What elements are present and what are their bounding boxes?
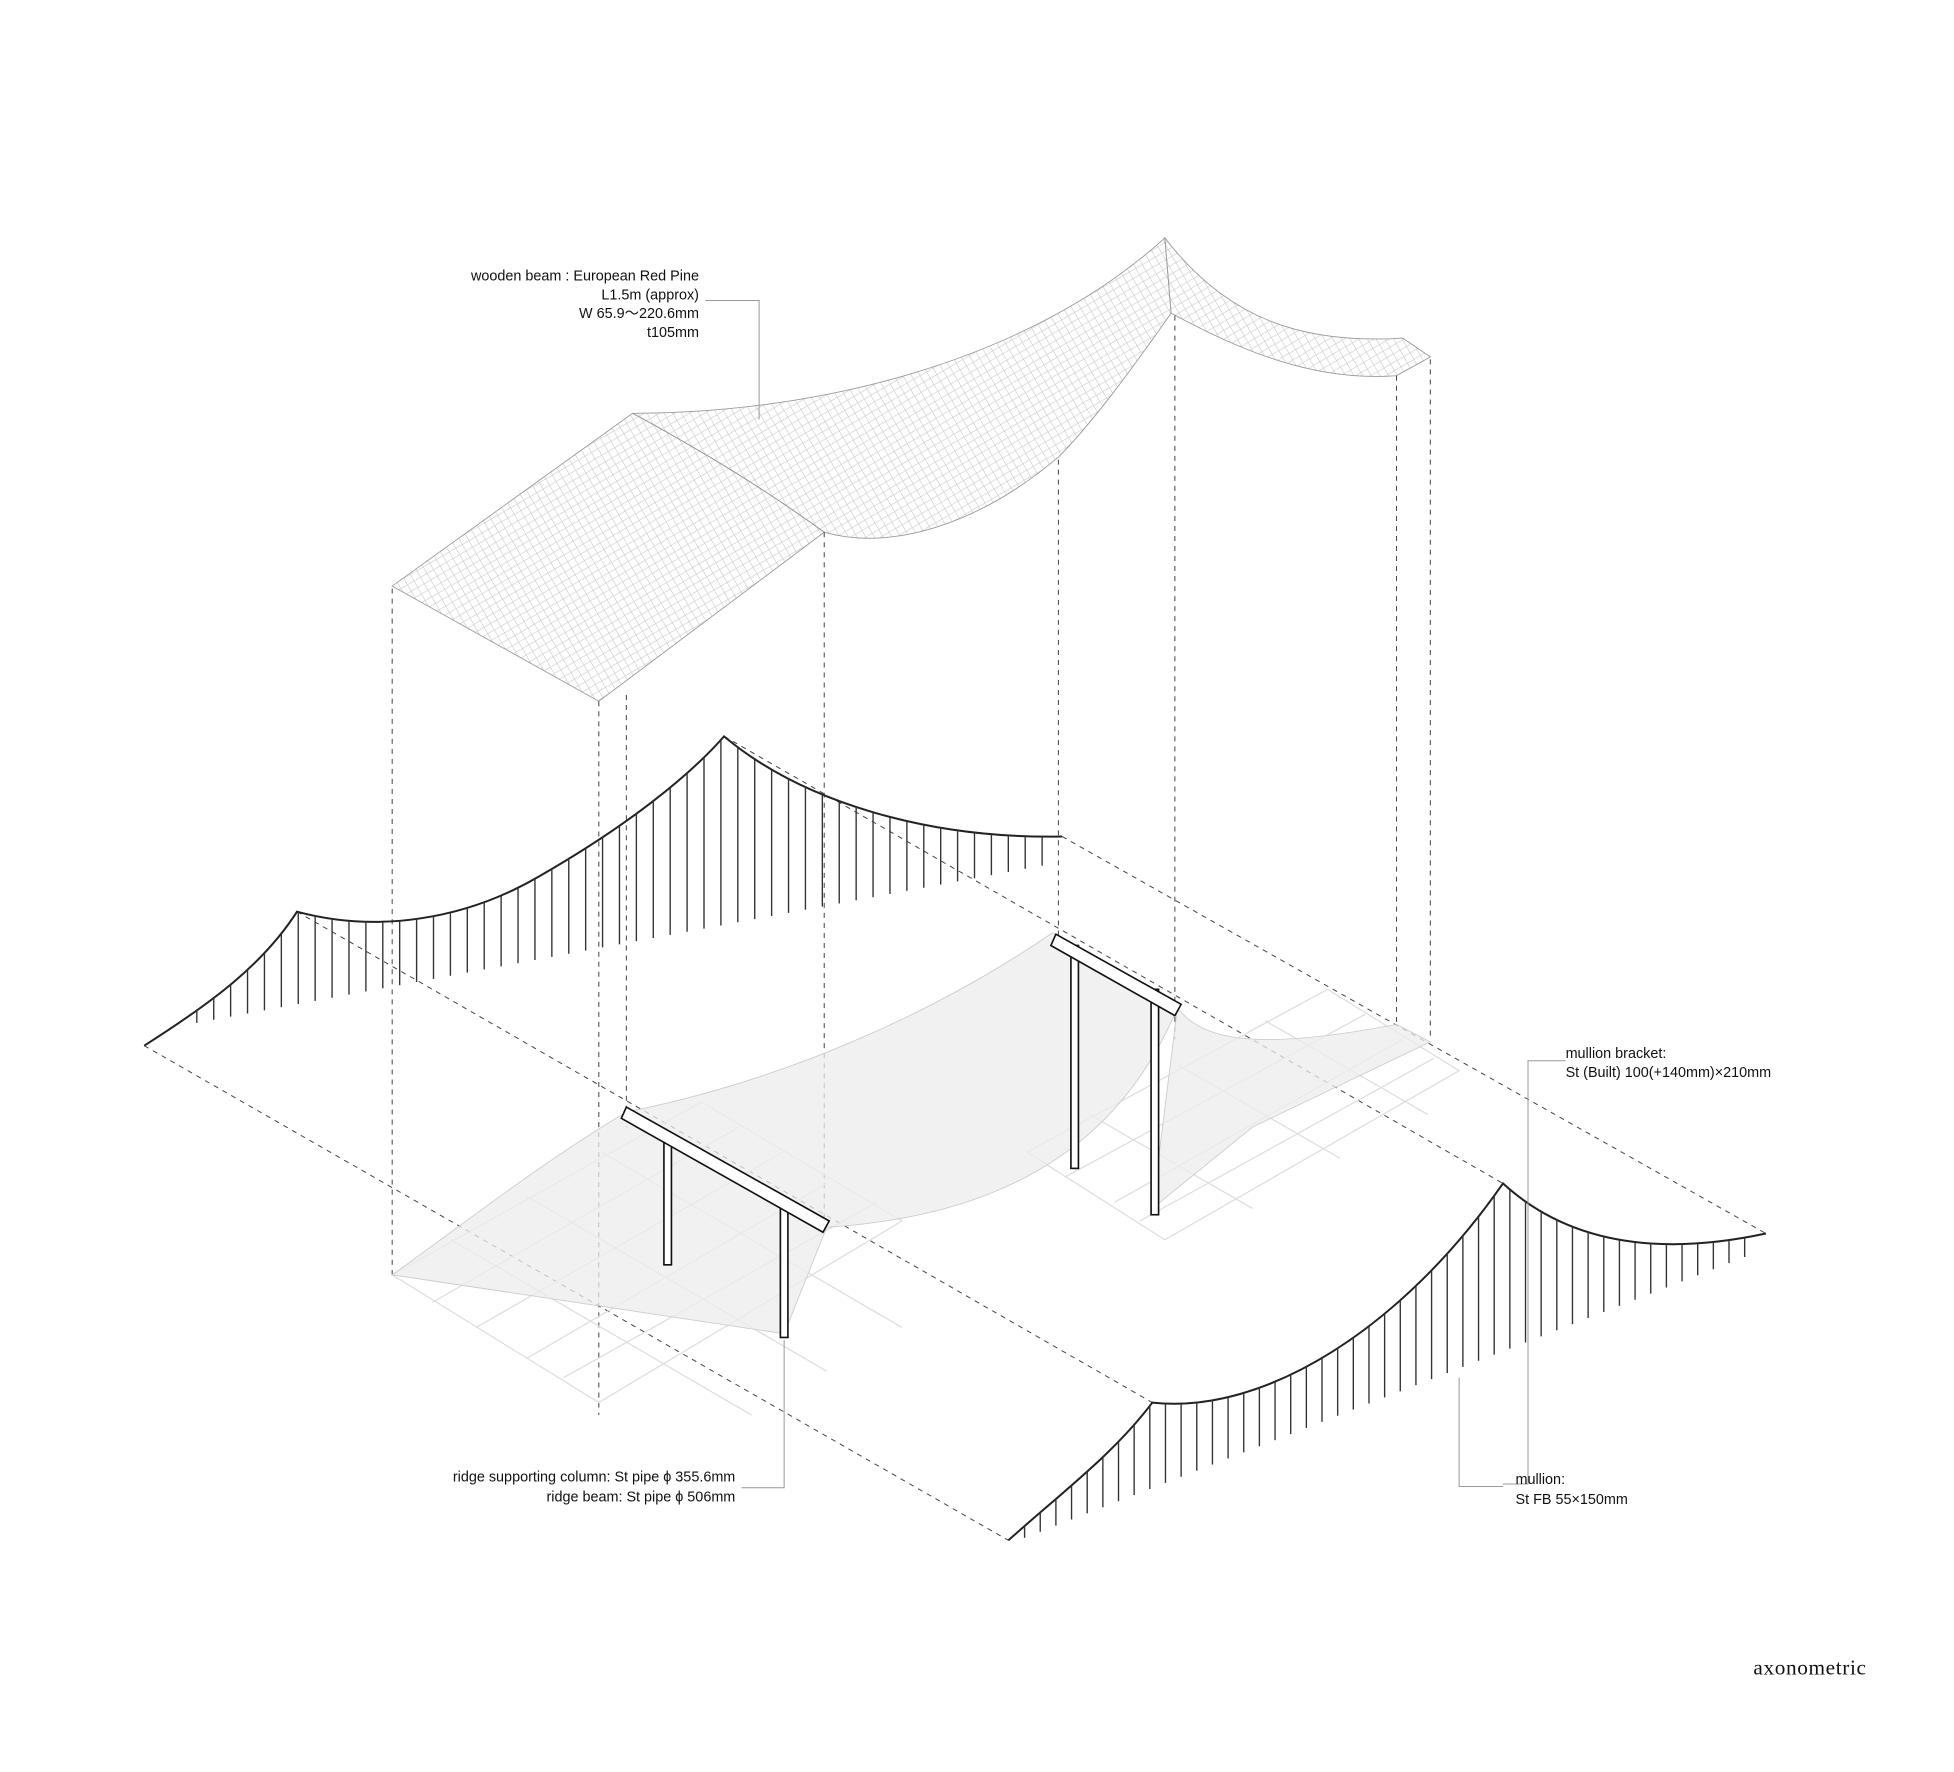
label-mullion: mullion: St FB 55×150mm — [1515, 1472, 1627, 1508]
label-line: ridge supporting column: St pipe ϕ 355.6… — [453, 1469, 735, 1485]
ridge-column — [663, 1132, 673, 1266]
mullion-bracket-curve-back — [143, 734, 1063, 1047]
drawing-title: axonometric — [1753, 1655, 1866, 1679]
label-line: mullion: — [1515, 1472, 1565, 1488]
ridge-frame-left — [620, 1105, 831, 1339]
membrane-curtains — [391, 932, 1432, 1335]
ridge-frame-right — [1049, 933, 1183, 1216]
mullion-row-front — [1007, 1181, 1767, 1542]
label-line: t105mm — [647, 325, 699, 341]
roof-panel-middle — [632, 237, 1172, 539]
wooden-roof-surface — [391, 236, 1432, 702]
label-ridge: ridge supporting column: St pipe ϕ 355.6… — [453, 1469, 735, 1505]
label-line: St FB 55×150mm — [1515, 1492, 1627, 1508]
label-line: W 65.9～220.6mm — [579, 306, 699, 322]
curtain-right — [1151, 1007, 1432, 1210]
ridge-beam — [620, 1105, 831, 1234]
mullion-row-back — [143, 734, 1063, 1047]
curtain-left — [391, 932, 1178, 1335]
leader-lines — [705, 300, 1566, 1489]
label-line: mullion bracket: — [1566, 1046, 1667, 1062]
label-line: ridge beam: St pipe ϕ 506mm — [546, 1490, 735, 1506]
roof-panel-right — [1164, 236, 1432, 377]
label-wooden-beam: wooden beam : European Red Pine L1.5m (a… — [470, 269, 699, 341]
label-line: St (Built) 100(+140mm)×210mm — [1566, 1065, 1772, 1081]
ridge-column — [779, 1201, 789, 1339]
label-line: L1.5m (approx) — [601, 287, 699, 303]
ridge-column — [1070, 944, 1080, 1170]
label-mullion-bracket: mullion bracket: St (Built) 100(+140mm)×… — [1566, 1046, 1772, 1081]
ridge-column — [1150, 988, 1160, 1216]
label-line: wooden beam : European Red Pine — [470, 269, 699, 285]
mullion-bracket-curve-front — [1007, 1181, 1767, 1542]
ridge-beam — [1049, 933, 1183, 1017]
